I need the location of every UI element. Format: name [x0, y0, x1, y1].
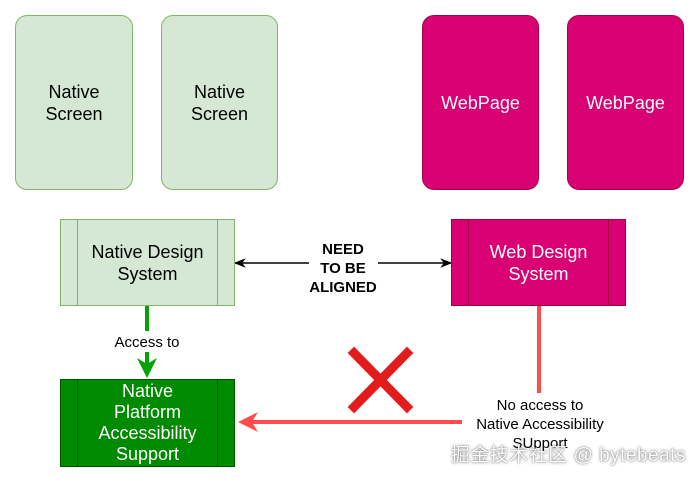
no-access-label-line3: SUpport	[512, 435, 568, 452]
alignment-label-line2: TO BE	[320, 260, 366, 277]
no-access-label-line2: Native Accessibility	[476, 416, 604, 433]
web-design-system-line2: System	[508, 263, 569, 284]
native-screen-1: Native Screen	[15, 15, 133, 190]
web-design-system-right-bar	[608, 220, 609, 305]
native-platform-line1: Native	[121, 381, 174, 401]
native-platform-line3: Accessibility	[98, 423, 197, 443]
native-screen-2: Native Screen	[161, 15, 278, 190]
no-access-label: No access to Native Accessibility SUppor…	[462, 396, 618, 453]
native-design-system-right-bar	[217, 220, 218, 305]
native-screen-1-line2: Screen	[45, 103, 103, 124]
web-design-system-left-bar	[468, 220, 469, 305]
web-page-2: WebPage	[567, 15, 684, 190]
native-design-system: Native Design System	[60, 219, 235, 306]
native-platform-accessibility-support: Native Platform Accessibility Support	[60, 379, 235, 467]
native-design-system-line1: Native Design	[91, 241, 204, 262]
alignment-label: NEED TO BE ALIGNED	[300, 240, 386, 297]
web-page-2-label: WebPage	[586, 92, 665, 113]
web-page-1: WebPage	[422, 15, 539, 190]
web-design-system-line1: Web Design	[489, 241, 588, 262]
watermark: 掘金技术社区 @ bytebeats	[450, 445, 686, 466]
no-access-label-line1: No access to	[496, 397, 584, 414]
native-platform-left-bar	[77, 380, 78, 466]
native-platform-right-bar	[217, 380, 218, 466]
access-label: Access to	[100, 333, 194, 352]
native-screen-1-line1: Native	[48, 81, 100, 102]
native-platform-line2: Platform	[113, 402, 182, 422]
native-design-system-line2: System	[117, 263, 178, 284]
native-platform-line4: Support	[115, 444, 180, 464]
native-screen-2-line2: Screen	[190, 103, 249, 124]
web-design-system: Web Design System	[451, 219, 626, 306]
alignment-label-line3: ALIGNED	[309, 279, 377, 296]
alignment-label-line1: NEED	[322, 241, 364, 258]
red-x-icon	[347, 346, 414, 414]
native-screen-2-line1: Native	[193, 81, 245, 102]
web-page-1-label: WebPage	[441, 92, 520, 113]
native-design-system-left-bar	[77, 220, 78, 305]
